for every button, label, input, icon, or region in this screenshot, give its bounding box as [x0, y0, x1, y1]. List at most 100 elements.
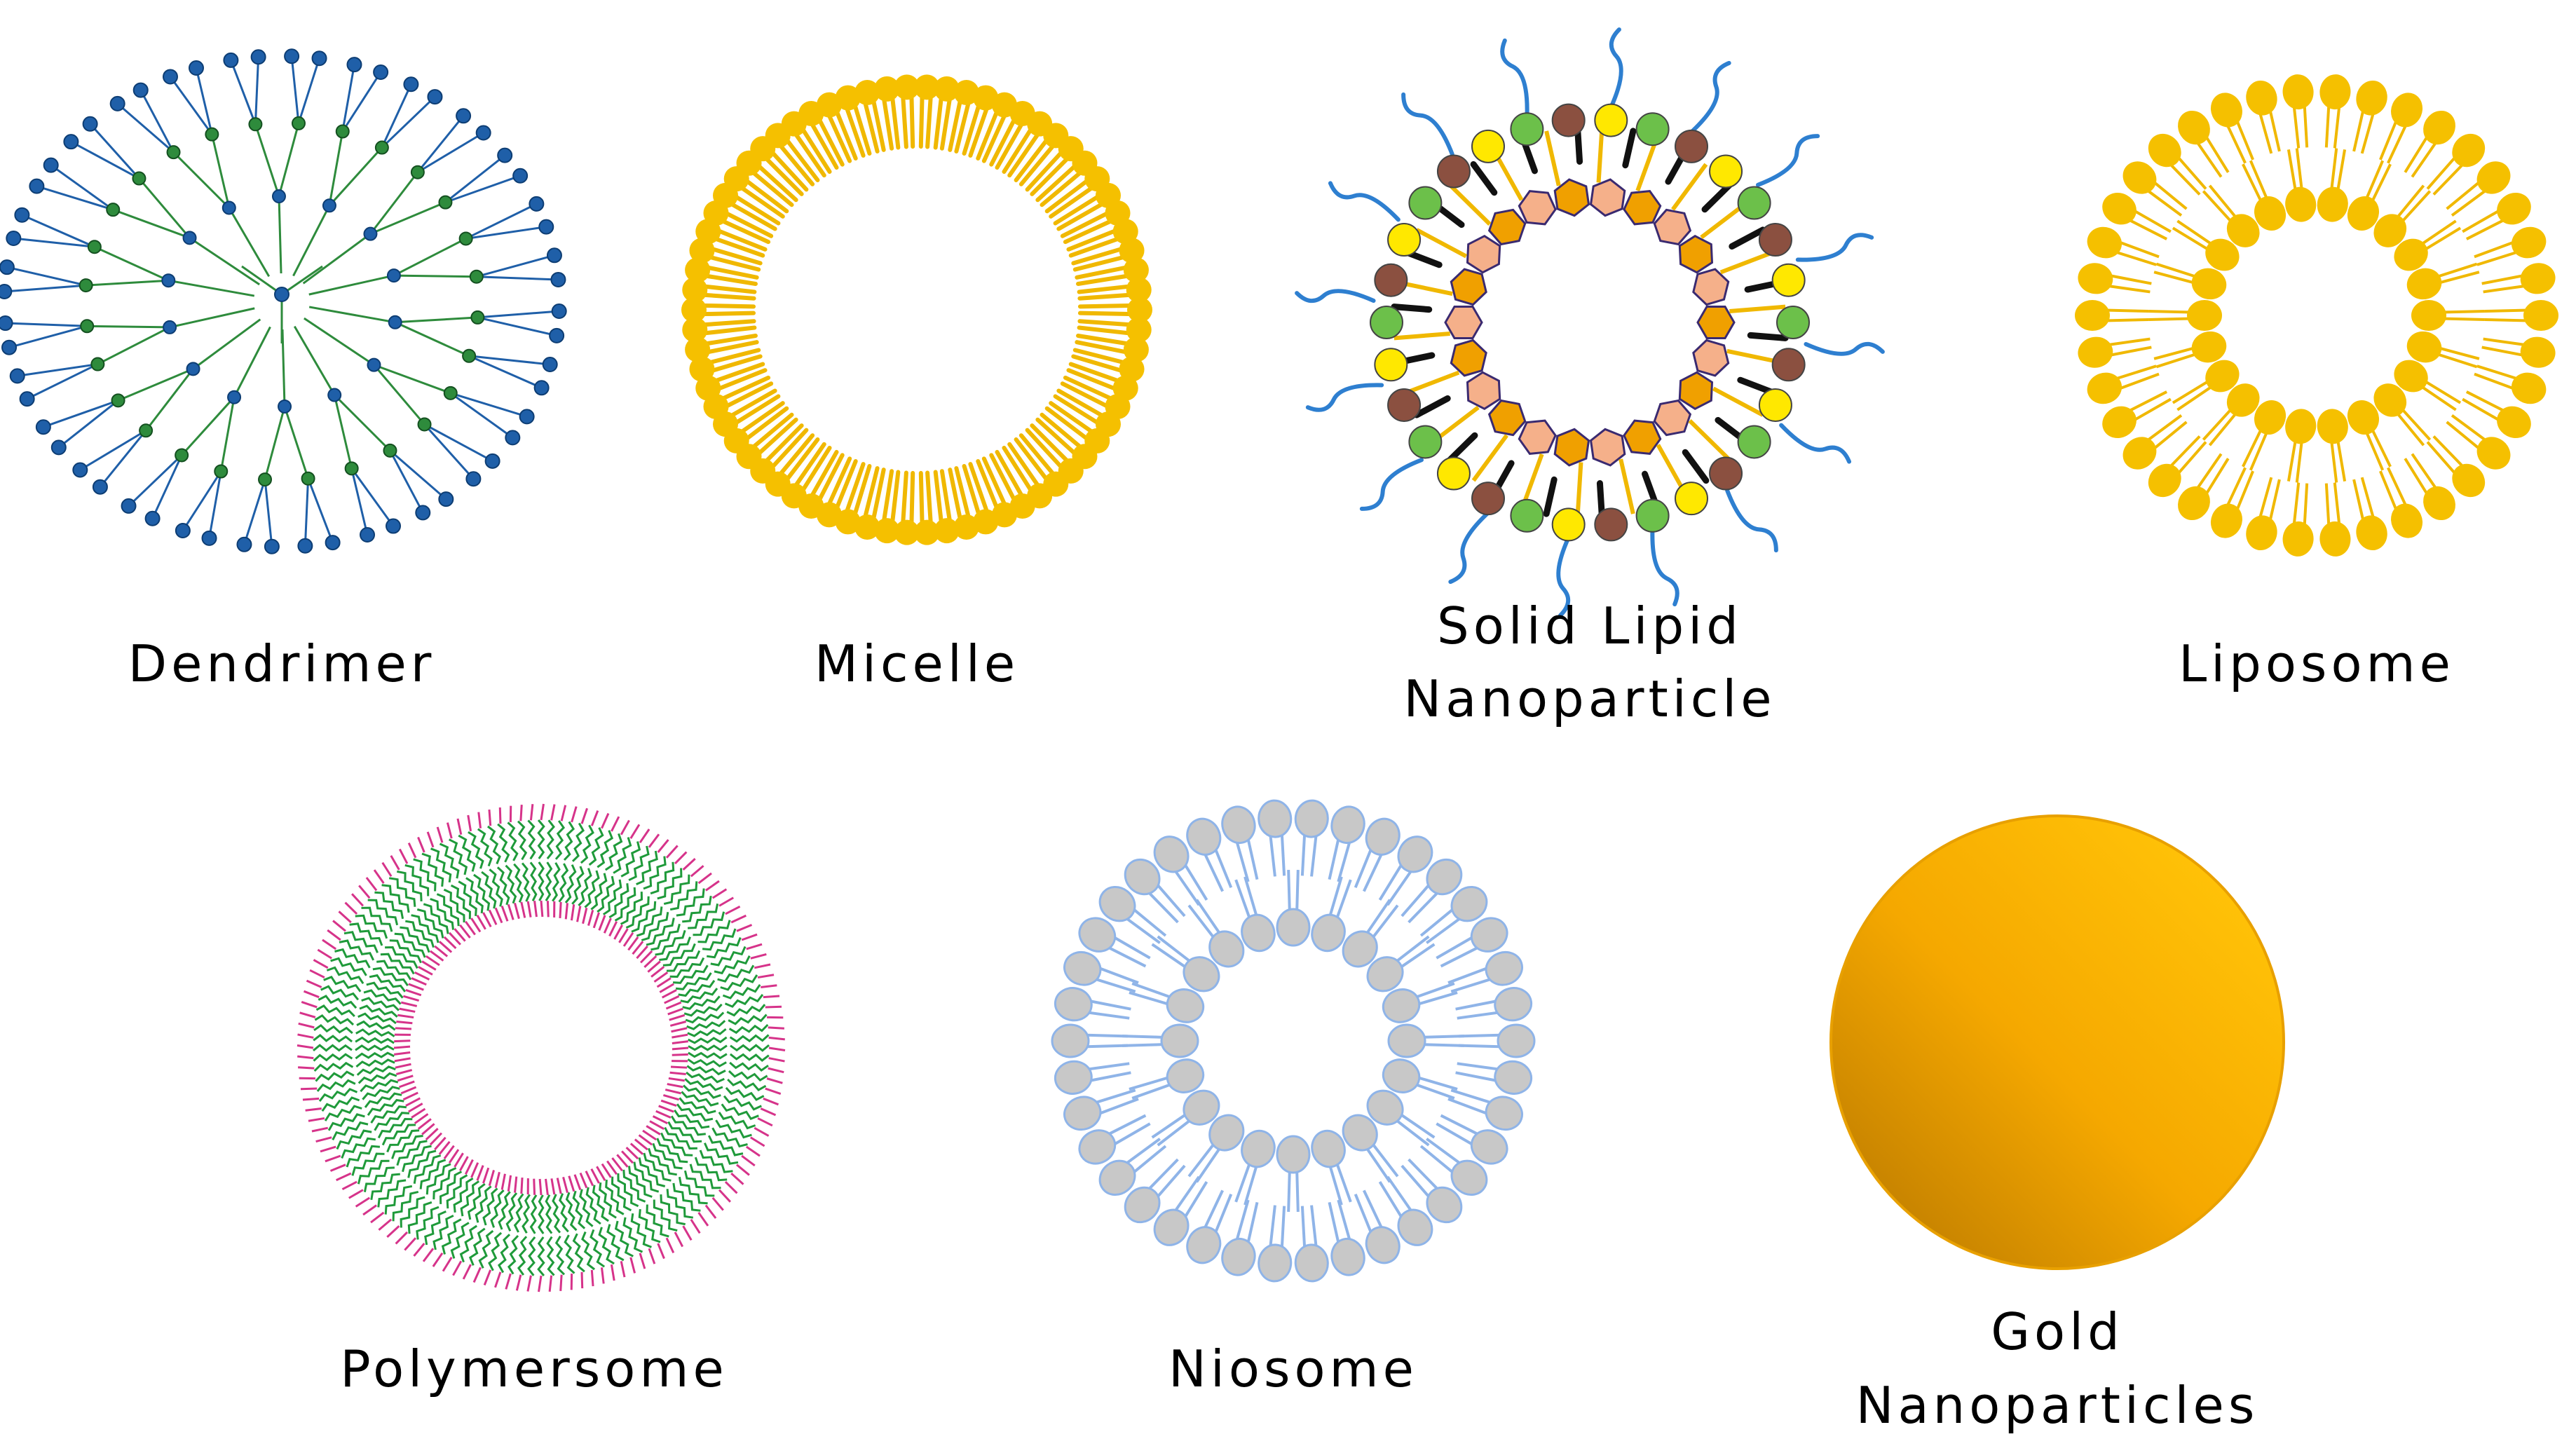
liposome-outer-head	[2423, 110, 2455, 145]
polymersome-hydrophilic-block	[650, 966, 665, 978]
micelle-head	[1126, 277, 1152, 303]
niosome-inner-head	[1342, 930, 1378, 968]
dendrimer-terminal-node	[456, 108, 472, 124]
dendrimer-terminal-node	[465, 471, 482, 487]
dendrimer-label: Dendrimer	[128, 634, 436, 693]
niosome-inner-head	[1160, 1023, 1199, 1058]
sln-peg-chain	[1725, 488, 1778, 553]
polymersome-hydrophilic-block	[582, 907, 588, 925]
polymersome-hydrophilic-block	[670, 1065, 688, 1069]
polymersome-hydrophilic-block	[400, 1086, 417, 1095]
polymersome-hydrophilic-block	[358, 885, 371, 899]
niosome-inner-head	[1208, 1114, 1245, 1152]
liposome-outer-head	[2356, 80, 2387, 116]
gold-label-line2: Nanoparticles	[1856, 1376, 2259, 1435]
dendrimer-branch-node	[175, 448, 189, 463]
sln-lipid-tail	[1575, 462, 1583, 519]
niosome-inner-head	[1276, 1135, 1311, 1174]
dendrimer-branch-node	[186, 362, 200, 376]
niosome-outer-head	[1397, 1208, 1433, 1246]
sln-surface-lipid	[1471, 129, 1505, 163]
polymersome-hydrophilic-block	[398, 848, 409, 864]
polymersome-hydrophilic-block	[664, 995, 680, 1004]
niosome-outer-head	[1186, 1226, 1222, 1264]
sln-lipid-tail	[1393, 331, 1450, 341]
sln-lipid-tail	[1415, 228, 1468, 259]
liposome-label: Liposome	[2179, 634, 2455, 693]
liposome-inner-head	[2285, 186, 2317, 222]
polymersome-hydrophilic-block	[362, 1204, 377, 1216]
polymersome-hydrophilic-block	[562, 1176, 568, 1194]
liposome-outer-head	[2087, 372, 2122, 404]
dendrimer-branch-node	[386, 268, 401, 283]
sln-lipid-tail	[1391, 303, 1433, 313]
liposome-inner-head	[2406, 331, 2442, 363]
polymersome-hydrophilic-block	[646, 1125, 661, 1135]
polymersome-hydrophilic-block	[297, 1033, 314, 1039]
polymersome-hydrophilic-block	[507, 903, 514, 920]
sln-drug-molecule	[1444, 306, 1483, 339]
liposome-outer-head	[2078, 336, 2113, 368]
sln-drug-molecule	[1553, 428, 1590, 467]
polymersome-hydrophilic-block	[477, 812, 482, 828]
sln-peg-chain	[1328, 181, 1401, 222]
dendrimer-branch-node	[327, 388, 342, 402]
dendrimer-terminal-node	[250, 49, 266, 65]
polymersome-hydrophilic-block	[618, 928, 629, 943]
niosome-outer-head	[1470, 917, 1508, 953]
niosome-outer-head	[1186, 817, 1222, 856]
polymersome-hydrophilic-block	[655, 1110, 672, 1119]
polymersome-hydrophilic-block	[704, 1204, 717, 1219]
sln-surface-lipid	[1737, 425, 1771, 459]
niosome-outer-head	[1494, 1060, 1533, 1095]
dendrimer-branch-node	[79, 278, 93, 293]
polymersome-hydrophilic-block	[421, 960, 437, 971]
micelle-head	[874, 76, 900, 102]
sln-surface-lipid	[1370, 306, 1403, 339]
niosome-inner-head	[1166, 1058, 1205, 1093]
polymersome-hydrophilic-block	[432, 1252, 444, 1267]
polymersome-hydrophilic-block	[494, 907, 503, 924]
polymersome-hydrophilic-block	[610, 1264, 615, 1281]
dendrimer-branch-node	[227, 390, 242, 404]
polymersome-hydrophilic-block	[622, 932, 634, 947]
polymersome-hydrophilic-block	[611, 1157, 623, 1172]
polymersome-hydrophilic-block	[579, 1172, 588, 1189]
micelle-head	[682, 317, 708, 343]
polymersome-hydrophilic-block	[658, 1105, 674, 1113]
polymersome-hydrophilic-block	[665, 1089, 682, 1095]
polymersome-hydrophilic-block	[596, 1166, 606, 1181]
niosome-illustration	[1051, 799, 1536, 1283]
polymersome-hydrophilic-block	[417, 1118, 432, 1130]
polymersome-hydrophilic-block	[303, 990, 320, 999]
liposome-outer-head	[2246, 515, 2277, 551]
sln-peg-chain	[1795, 233, 1874, 262]
polymersome-hydrophilic-block	[313, 959, 329, 969]
sln-lipid-tail	[1543, 476, 1558, 517]
dendrimer-branch-node	[291, 116, 306, 130]
polymersome-hydrophilic-block	[576, 906, 582, 922]
polymersome-hydrophilic-block	[629, 1143, 644, 1155]
sln-drug-molecule	[1678, 371, 1714, 411]
polymersome-hydrophilic-block	[482, 912, 492, 928]
liposome-outer-head	[2075, 300, 2110, 331]
polymersome-hydrophilic-block	[668, 1077, 685, 1082]
micelle-head	[914, 519, 940, 545]
polymersome-hydrophilic-block	[407, 843, 417, 859]
niosome-outer-head	[1450, 886, 1488, 922]
sln-drug-molecule	[1450, 339, 1487, 377]
polymersome-hydrophilic-block	[405, 989, 422, 997]
polymersome-hydrophilic-block	[397, 1014, 414, 1019]
sln-drug-molecule	[1518, 190, 1557, 226]
polymersome-hydrophilic-block	[736, 924, 753, 932]
polymersome-hydrophilic-block	[482, 1167, 490, 1184]
polymersome-hydrophilic-block	[697, 872, 712, 885]
dendrimer-terminal-node	[19, 391, 35, 407]
polymersome-hydrophilic-block	[399, 1080, 415, 1089]
liposome-outer-head	[2102, 192, 2137, 225]
micelle-head	[953, 79, 979, 105]
micelle-head	[934, 518, 960, 544]
liposome-inner-head	[2254, 196, 2287, 231]
polymersome-hydrophilic-block	[587, 909, 594, 927]
polymersome-hydrophilic-block	[494, 1171, 500, 1189]
